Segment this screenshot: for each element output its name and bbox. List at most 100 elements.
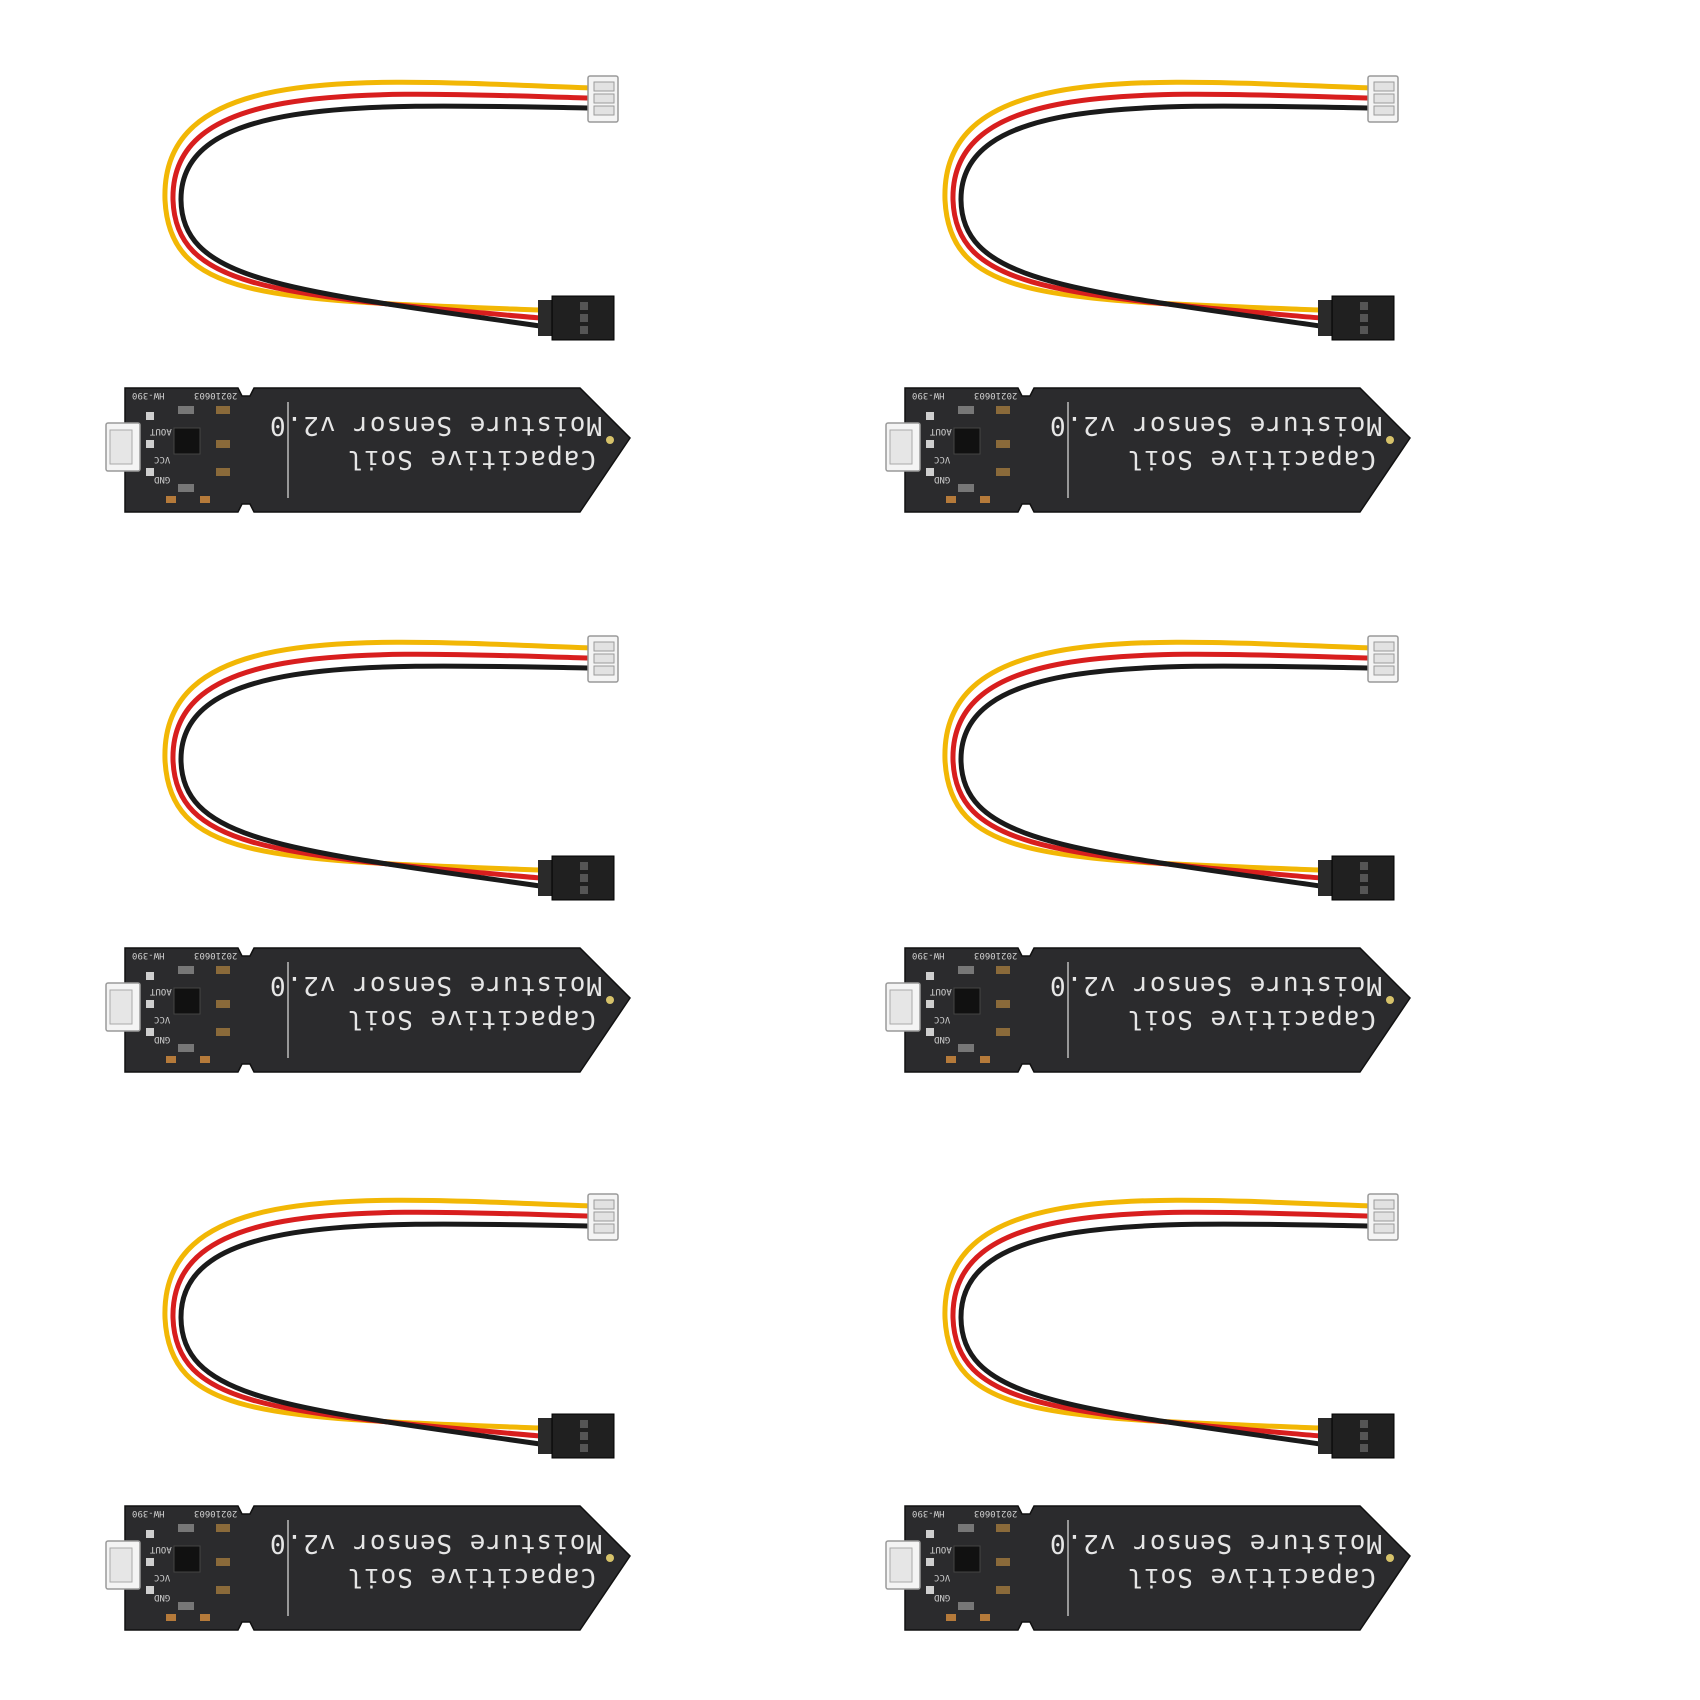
kit-drawing xyxy=(105,1193,631,1631)
wire-yellow xyxy=(942,1197,1373,1431)
cable xyxy=(162,1197,593,1447)
pcb-pin-gnd: GND xyxy=(934,474,951,484)
pcb-label-line1: Moisture Sensor v2.0 xyxy=(268,970,602,1000)
pcb-label: Capacitive Soil Moisture Sensor v2.0 xyxy=(268,1522,602,1594)
wire-yellow xyxy=(162,79,593,313)
wire-red xyxy=(950,1209,1373,1439)
pcb-model-text: HW-390 xyxy=(132,390,165,400)
pcb-pin-gnd: GND xyxy=(154,1592,171,1602)
sensor-pcb xyxy=(885,387,1411,513)
kit-drawing xyxy=(885,635,1411,1073)
pcb-label-line1: Moisture Sensor v2.0 xyxy=(268,410,602,440)
pcb-label-line1: Moisture Sensor v2.0 xyxy=(1048,1528,1382,1558)
wire-red xyxy=(170,651,593,881)
wire-yellow xyxy=(942,79,1373,313)
kit-drawing xyxy=(885,75,1411,513)
wire-yellow xyxy=(162,1197,593,1431)
wire-black xyxy=(178,1221,593,1447)
sensor-pcb xyxy=(885,947,1411,1073)
pcb-pin-vcc: VCC xyxy=(154,1572,171,1582)
pcb-label: Capacitive Soil Moisture Sensor v2.0 xyxy=(1048,404,1382,476)
dupont-connector xyxy=(538,295,615,341)
pcb-pin-aout: AOUT xyxy=(150,1544,172,1554)
pcb-pin-aout: AOUT xyxy=(930,1544,952,1554)
pcb-label: Capacitive Soil Moisture Sensor v2.0 xyxy=(268,404,602,476)
cable xyxy=(942,1197,1373,1447)
dupont-connector xyxy=(538,855,615,901)
pcb-pin-vcc: VCC xyxy=(934,454,951,464)
jst-connector xyxy=(1367,635,1399,683)
wire-yellow xyxy=(942,639,1373,873)
pcb-date-text: 20210603 xyxy=(974,1508,1018,1518)
pcb-label-line1: Moisture Sensor v2.0 xyxy=(1048,970,1382,1000)
pcb-date-text: 20210603 xyxy=(974,390,1018,400)
pcb-label-line2: Capacitive Soil xyxy=(1126,1562,1376,1592)
sensor-kit-6: HW-390 20210603 AOUT VCC GND Capacitive … xyxy=(850,1118,1610,1678)
wire-black xyxy=(178,663,593,889)
dupont-connector xyxy=(1318,1413,1395,1459)
pcb-pin-vcc: VCC xyxy=(934,1014,951,1024)
pcb-label-line2: Capacitive Soil xyxy=(346,1004,596,1034)
pcb-pin-aout: AOUT xyxy=(150,986,172,996)
sensor-pcb xyxy=(105,1505,631,1631)
sensor-pcb xyxy=(885,1505,1411,1631)
pcb-pin-gnd: GND xyxy=(934,1034,951,1044)
pcb-pin-gnd: GND xyxy=(154,474,171,484)
wire-red xyxy=(170,1209,593,1439)
pcb-date-text: 20210603 xyxy=(974,950,1018,960)
pcb-model-text: HW-390 xyxy=(912,950,945,960)
jst-connector xyxy=(587,75,619,123)
wire-red xyxy=(170,91,593,321)
pcb-pin-gnd: GND xyxy=(154,1034,171,1044)
pcb-date-text: 20210603 xyxy=(194,390,238,400)
jst-connector xyxy=(587,635,619,683)
jst-connector xyxy=(587,1193,619,1241)
pcb-pin-aout: AOUT xyxy=(930,986,952,996)
pcb-pin-gnd: GND xyxy=(934,1592,951,1602)
pcb-label-line2: Capacitive Soil xyxy=(1126,1004,1376,1034)
cable xyxy=(942,639,1373,889)
sensor-kit-1: HW-390 20210603 AOUT VCC GND Capacitive … xyxy=(70,0,830,560)
pcb-label-line1: Moisture Sensor v2.0 xyxy=(1048,410,1382,440)
pcb-label: Capacitive Soil Moisture Sensor v2.0 xyxy=(268,964,602,1036)
pcb-label-line1: Moisture Sensor v2.0 xyxy=(268,1528,602,1558)
wire-black xyxy=(958,103,1373,329)
pcb-label-line2: Capacitive Soil xyxy=(346,1562,596,1592)
sensor-pcb xyxy=(105,387,631,513)
dupont-connector xyxy=(1318,855,1395,901)
pcb-date-text: 20210603 xyxy=(194,1508,238,1518)
sensor-kit-4: HW-390 20210603 AOUT VCC GND Capacitive … xyxy=(850,560,1610,1120)
sensor-pcb xyxy=(105,947,631,1073)
pcb-label: Capacitive Soil Moisture Sensor v2.0 xyxy=(1048,964,1382,1036)
sensor-kit-3: HW-390 20210603 AOUT VCC GND Capacitive … xyxy=(70,560,830,1120)
cable xyxy=(942,79,1373,329)
wire-black xyxy=(958,663,1373,889)
pcb-model-text: HW-390 xyxy=(132,950,165,960)
kit-drawing xyxy=(105,635,631,1073)
jst-connector xyxy=(1367,75,1399,123)
sensor-kit-2: HW-390 20210603 AOUT VCC GND Capacitive … xyxy=(850,0,1610,560)
pcb-label-line2: Capacitive Soil xyxy=(346,444,596,474)
wire-yellow xyxy=(162,639,593,873)
jst-connector xyxy=(1367,1193,1399,1241)
pcb-model-text: HW-390 xyxy=(132,1508,165,1518)
pcb-label: Capacitive Soil Moisture Sensor v2.0 xyxy=(1048,1522,1382,1594)
cable xyxy=(162,79,593,329)
pcb-date-text: 20210603 xyxy=(194,950,238,960)
dupont-connector xyxy=(538,1413,615,1459)
wire-red xyxy=(950,91,1373,321)
kit-drawing xyxy=(105,75,631,513)
pcb-pin-vcc: VCC xyxy=(154,1014,171,1024)
wire-red xyxy=(950,651,1373,881)
cable xyxy=(162,639,593,889)
dupont-connector xyxy=(1318,295,1395,341)
pcb-pin-vcc: VCC xyxy=(934,1572,951,1582)
wire-black xyxy=(958,1221,1373,1447)
sensor-kit-5: HW-390 20210603 AOUT VCC GND Capacitive … xyxy=(70,1118,830,1678)
kit-drawing xyxy=(885,1193,1411,1631)
pcb-pin-aout: AOUT xyxy=(930,426,952,436)
pcb-pin-aout: AOUT xyxy=(150,426,172,436)
pcb-label-line2: Capacitive Soil xyxy=(1126,444,1376,474)
pcb-model-text: HW-390 xyxy=(912,1508,945,1518)
pcb-model-text: HW-390 xyxy=(912,390,945,400)
